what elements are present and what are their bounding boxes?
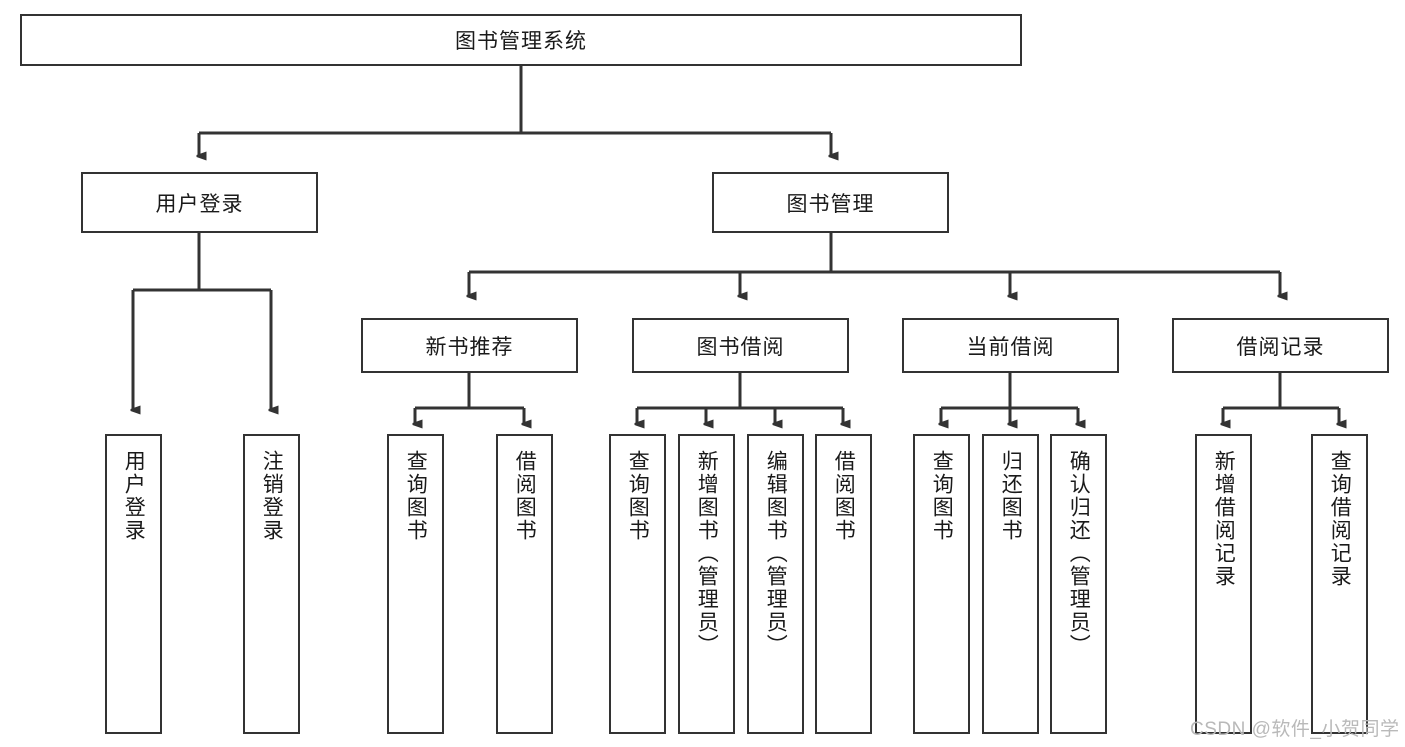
node-current-borrow[interactable]: 当前借阅 <box>902 318 1119 373</box>
node-label: 查询图书 <box>404 450 428 542</box>
node-leaf-borrow-query-book[interactable]: 查询图书 <box>609 434 666 734</box>
node-leaf-current-query-book[interactable]: 查询图书 <box>913 434 970 734</box>
node-root-book-management-system[interactable]: 图书管理系统 <box>20 14 1022 66</box>
node-label: 查询图书 <box>930 450 954 542</box>
node-leaf-borrow-borrow-book[interactable]: 借阅图书 <box>815 434 872 734</box>
node-label: 新增图书（管理员） <box>695 450 719 657</box>
node-label: 借阅图书 <box>832 450 856 542</box>
node-label: 新增借阅记录 <box>1212 450 1236 588</box>
node-label: 借阅记录 <box>1236 335 1325 359</box>
node-leaf-record-query-record[interactable]: 查询借阅记录 <box>1311 434 1368 734</box>
node-label: 当前借阅 <box>966 335 1055 359</box>
node-user-login[interactable]: 用户登录 <box>81 172 318 233</box>
node-leaf-record-add-record[interactable]: 新增借阅记录 <box>1195 434 1252 734</box>
node-book-borrow[interactable]: 图书借阅 <box>632 318 849 373</box>
node-leaf-recommend-query-book[interactable]: 查询图书 <box>387 434 444 734</box>
node-label: 用户登录 <box>155 192 244 216</box>
node-borrow-record[interactable]: 借阅记录 <box>1172 318 1389 373</box>
node-leaf-recommend-borrow-book[interactable]: 借阅图书 <box>496 434 553 734</box>
node-label: 编辑图书（管理员） <box>764 450 788 657</box>
node-book-management[interactable]: 图书管理 <box>712 172 949 233</box>
node-label: 确认归还（管理员） <box>1067 450 1091 657</box>
node-leaf-user-login-signout[interactable]: 注销登录 <box>243 434 300 734</box>
node-label: 新书推荐 <box>425 335 514 359</box>
node-leaf-user-login-signin[interactable]: 用户登录 <box>105 434 162 734</box>
node-label: 图书管理系统 <box>455 30 587 53</box>
node-label: 图书借阅 <box>696 335 785 359</box>
node-leaf-current-confirm-return-admin[interactable]: 确认归还（管理员） <box>1050 434 1107 734</box>
node-label: 图书管理 <box>786 192 875 216</box>
watermark-text: CSDN @软件_小贺同学 <box>1190 719 1400 740</box>
node-leaf-current-return-book[interactable]: 归还图书 <box>982 434 1039 734</box>
node-label: 归还图书 <box>999 450 1023 542</box>
node-label: 用户登录 <box>122 450 146 542</box>
node-label: 借阅图书 <box>513 450 537 542</box>
node-label: 查询图书 <box>626 450 650 542</box>
node-label: 注销登录 <box>260 450 284 542</box>
node-label: 查询借阅记录 <box>1328 450 1352 588</box>
node-new-book-recommend[interactable]: 新书推荐 <box>361 318 578 373</box>
node-leaf-borrow-add-book-admin[interactable]: 新增图书（管理员） <box>678 434 735 734</box>
node-leaf-borrow-edit-book-admin[interactable]: 编辑图书（管理员） <box>747 434 804 734</box>
